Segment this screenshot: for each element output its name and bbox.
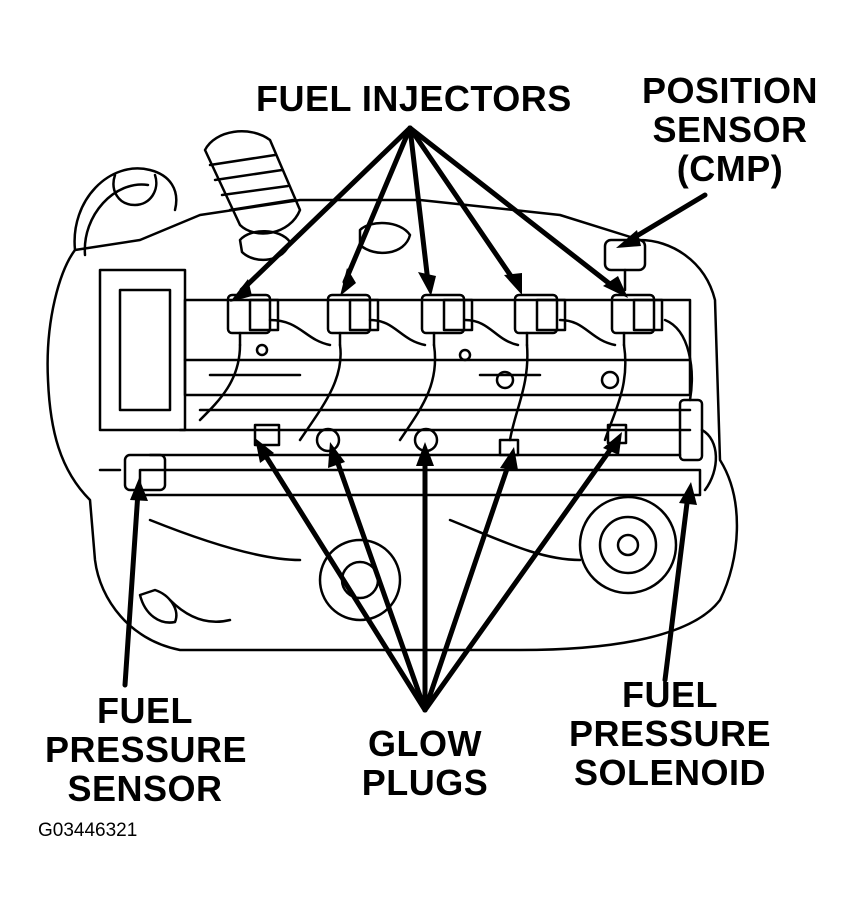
fuel-line-4	[508, 343, 529, 442]
arrow-position-sensor	[627, 192, 708, 243]
label-fuel-pressure-solenoid: FUEL PRESSURE SOLENOID	[565, 674, 775, 793]
fuel-line-1	[198, 343, 242, 422]
injector-5	[610, 293, 664, 347]
arrowhead-fuel-pressure-sensor	[130, 478, 148, 501]
arrow-injector-3	[407, 125, 431, 285]
arrowhead-glow-plug-2	[328, 442, 345, 468]
label-fuel-pressure-solenoid-line-1: FUEL	[622, 674, 718, 715]
arrow-injector-2	[342, 125, 413, 285]
lower-rail	[138, 468, 702, 497]
injector-3	[420, 293, 474, 347]
intake-hose	[203, 130, 302, 235]
figure-id: G03446321	[38, 820, 138, 841]
arrowhead-position-sensor	[616, 230, 641, 248]
arrowhead-glow-plug-1	[255, 438, 274, 463]
injector-2	[326, 293, 380, 347]
label-fuel-pressure-sensor-line-1: FUEL	[97, 690, 193, 731]
arrow-injector-1	[239, 125, 413, 293]
label-position-sensor: POSITION SENSOR (CMP)	[640, 70, 820, 189]
fuel-line-3	[398, 343, 437, 442]
arrowhead-injector-2	[340, 268, 356, 296]
pulley	[578, 495, 678, 595]
label-glow-plugs: GLOW PLUGS	[350, 723, 500, 803]
glow-plug-2	[315, 427, 341, 453]
fuel-line-2	[298, 343, 342, 442]
arrow-glow-plug-5	[422, 440, 618, 713]
arrow-fuel-pressure-solenoid	[662, 492, 691, 683]
fuel-rail-body	[183, 298, 692, 397]
arrow-glow-plug-1	[259, 447, 428, 713]
glow-plug-4	[498, 438, 520, 457]
label-fuel-pressure-sensor-line-2: PRESSURE	[45, 728, 248, 770]
left-tube	[73, 167, 178, 252]
arrow-glow-plug-2	[332, 452, 428, 713]
arrowhead-injector-3	[418, 272, 436, 296]
label-glow-plugs-line-1: GLOW	[368, 723, 482, 764]
label-fuel-injectors: FUEL INJECTORS	[256, 78, 572, 119]
label-fuel-pressure-sensor: FUEL PRESSURE SENSOR	[45, 690, 248, 809]
glow-plug-1	[253, 423, 281, 447]
engine-outline	[46, 198, 739, 652]
arrowhead-glow-plug-3	[416, 442, 434, 466]
arrowhead-injector-4	[504, 273, 522, 295]
label-fuel-pressure-sensor-line-3: SENSOR	[67, 767, 223, 809]
lower-pulley	[318, 538, 402, 622]
arrowhead-fuel-pressure-solenoid	[679, 482, 697, 505]
arrow-glow-plug-4	[422, 457, 513, 713]
label-fuel-pressure-solenoid-line-3: SOLENOID	[573, 751, 766, 793]
label-position-sensor-line-3: (CMP)	[676, 147, 784, 189]
fuel-pressure-solenoid-part	[678, 398, 718, 492]
arrowhead-glow-plug-5	[603, 432, 622, 455]
fuel-pressure-sensor-part	[98, 453, 167, 492]
cmp-sensor-part	[603, 238, 647, 292]
label-glow-plugs-line-2: PLUGS	[361, 761, 489, 803]
arrowhead-glow-plug-4	[500, 447, 518, 470]
arrow-injector-5	[407, 125, 618, 291]
arrow-fuel-pressure-sensor	[122, 489, 141, 688]
injector-4	[513, 293, 567, 347]
label-fuel-pressure-solenoid-line-2: PRESSURE	[568, 712, 772, 754]
arrow-injector-4	[407, 125, 518, 285]
arrowhead-injector-5	[603, 276, 628, 298]
arrowhead-injector-1	[230, 279, 252, 302]
label-position-sensor-line-2: SENSOR	[652, 108, 808, 150]
label-position-sensor-line-1: POSITION	[641, 70, 819, 111]
